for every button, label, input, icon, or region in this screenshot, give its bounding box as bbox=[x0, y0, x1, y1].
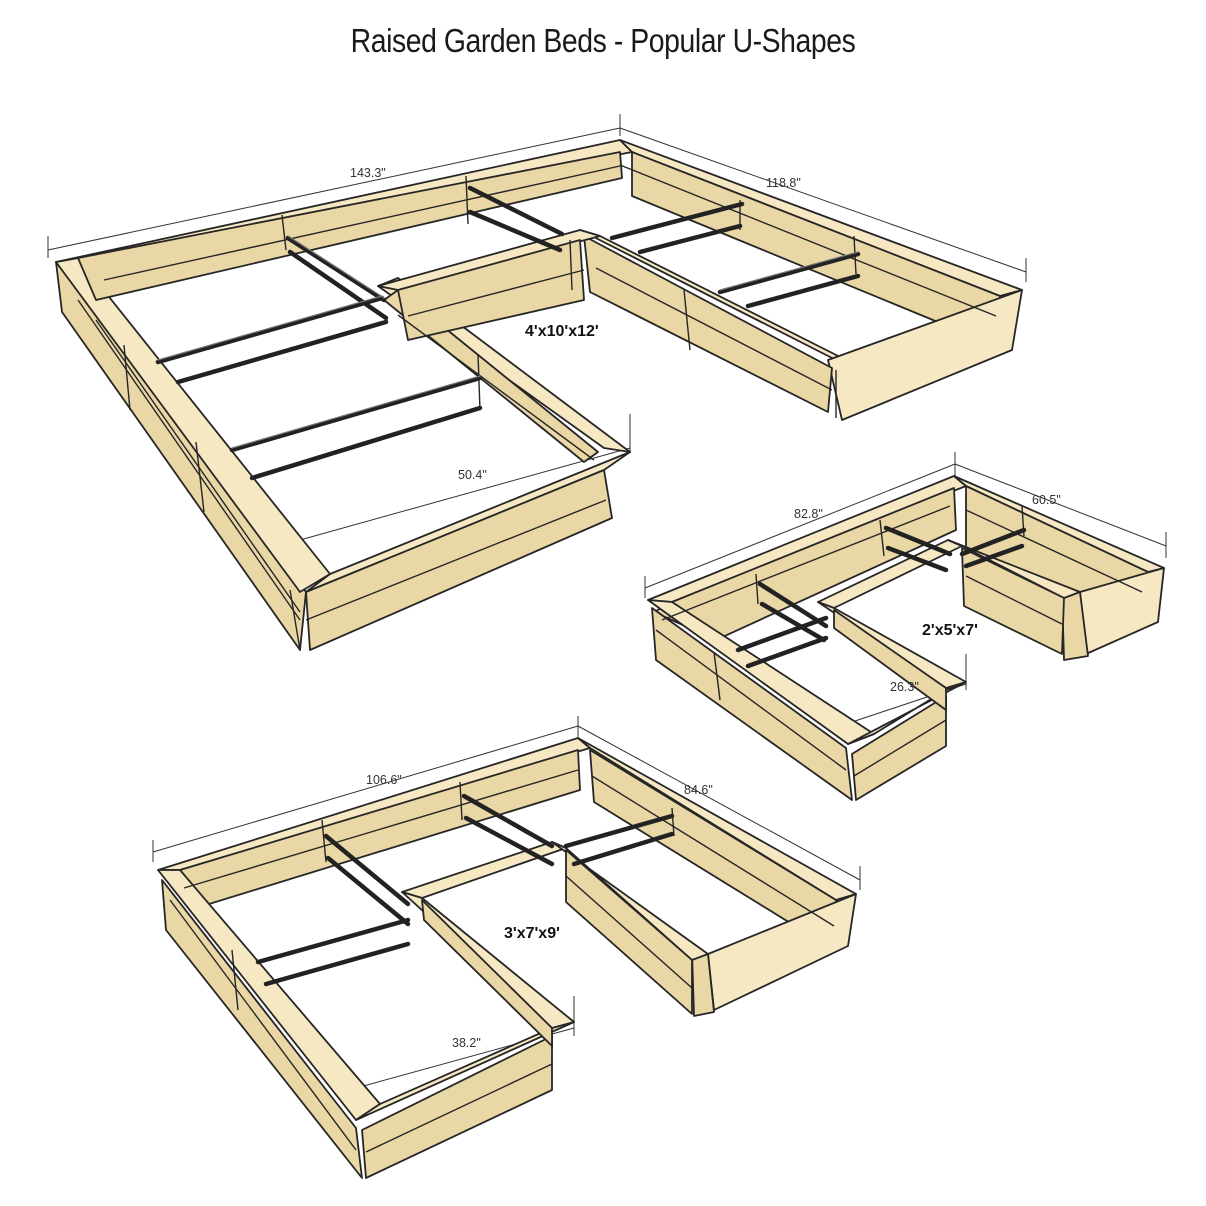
bed-small-length-label: 82.8" bbox=[794, 507, 823, 521]
support-rods bbox=[255, 793, 675, 987]
page-title: Raised Garden Beds - Popular U-Shapes bbox=[350, 22, 856, 59]
bed-large-arm-width-label: 50.4" bbox=[458, 468, 487, 482]
bed-small-size-label: 2'x5'x7' bbox=[922, 622, 978, 639]
bed-small: 82.8" 60.5" 26.3" 2'x5'x7' bbox=[644, 452, 1167, 801]
bed-medium-length-label: 106.6" bbox=[366, 773, 402, 787]
bed-small-depth-label: 60.5" bbox=[1032, 493, 1061, 507]
bed-medium: 106.6" 84.6" 38.2" 3'x7'x9' bbox=[152, 716, 861, 1179]
bed-medium-size-label: 3'x7'x9' bbox=[504, 925, 560, 942]
dimension-lines bbox=[47, 114, 1027, 541]
bed-small-arm-width-label: 26.3" bbox=[890, 680, 919, 694]
support-rods bbox=[735, 525, 1027, 669]
bed-large-depth-label: 118.8" bbox=[766, 176, 801, 190]
board-lines bbox=[77, 164, 997, 651]
bed-medium-depth-label: 84.6" bbox=[684, 783, 713, 797]
bed-medium-arm-width-label: 38.2" bbox=[452, 1036, 481, 1050]
board-lines bbox=[655, 505, 1143, 777]
support-rods bbox=[155, 185, 861, 481]
bed-large: 143.3" 118.8" 50.4" 4'x10'x12' bbox=[47, 114, 1027, 651]
bed-large-length-label: 143.3" bbox=[350, 166, 386, 180]
dimension-lines bbox=[644, 452, 1167, 725]
board-lines bbox=[169, 769, 835, 1153]
bed-large-size-label: 4'x10'x12' bbox=[525, 323, 599, 340]
